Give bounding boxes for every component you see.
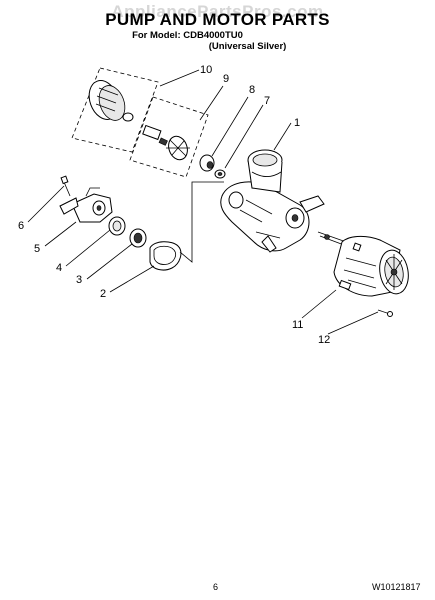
part-1-pump-housing [220,149,325,253]
part-7 [214,169,226,179]
page-title: PUMP AND MOTOR PARTS [105,10,330,29]
callout-11: 11 [292,319,303,331]
variant-line: (Universal Silver) [208,41,287,52]
part-8 [199,154,215,172]
part-9-group [129,96,209,178]
part-5-bracket [59,187,113,223]
part-2-gasket [149,241,182,271]
model-line: For Model: CDB4000TU0 [132,30,243,41]
callout-2: 2 [100,288,106,300]
leader-lines [27,69,379,335]
callout-8: 8 [249,84,255,96]
callout-4: 4 [56,262,62,274]
part-11-motor [333,235,409,297]
callout-12: 12 [318,334,330,346]
callout-10: 10 [200,64,212,76]
document-number: W10121817 [372,582,421,592]
callout-3: 3 [76,274,82,286]
callout-1: 1 [294,117,300,129]
callout-5: 5 [34,243,40,255]
part-10-group [71,67,159,153]
callout-7: 7 [264,95,270,107]
part-6-screw [60,175,71,197]
callout-9: 9 [223,73,229,85]
part-4-ring [108,216,126,236]
part-12-screw [377,309,393,317]
page-number: 6 [213,582,219,592]
part-3-seal [129,228,147,248]
callout-6: 6 [18,220,24,232]
watermark: AppliancePartsPros.com [111,2,324,21]
